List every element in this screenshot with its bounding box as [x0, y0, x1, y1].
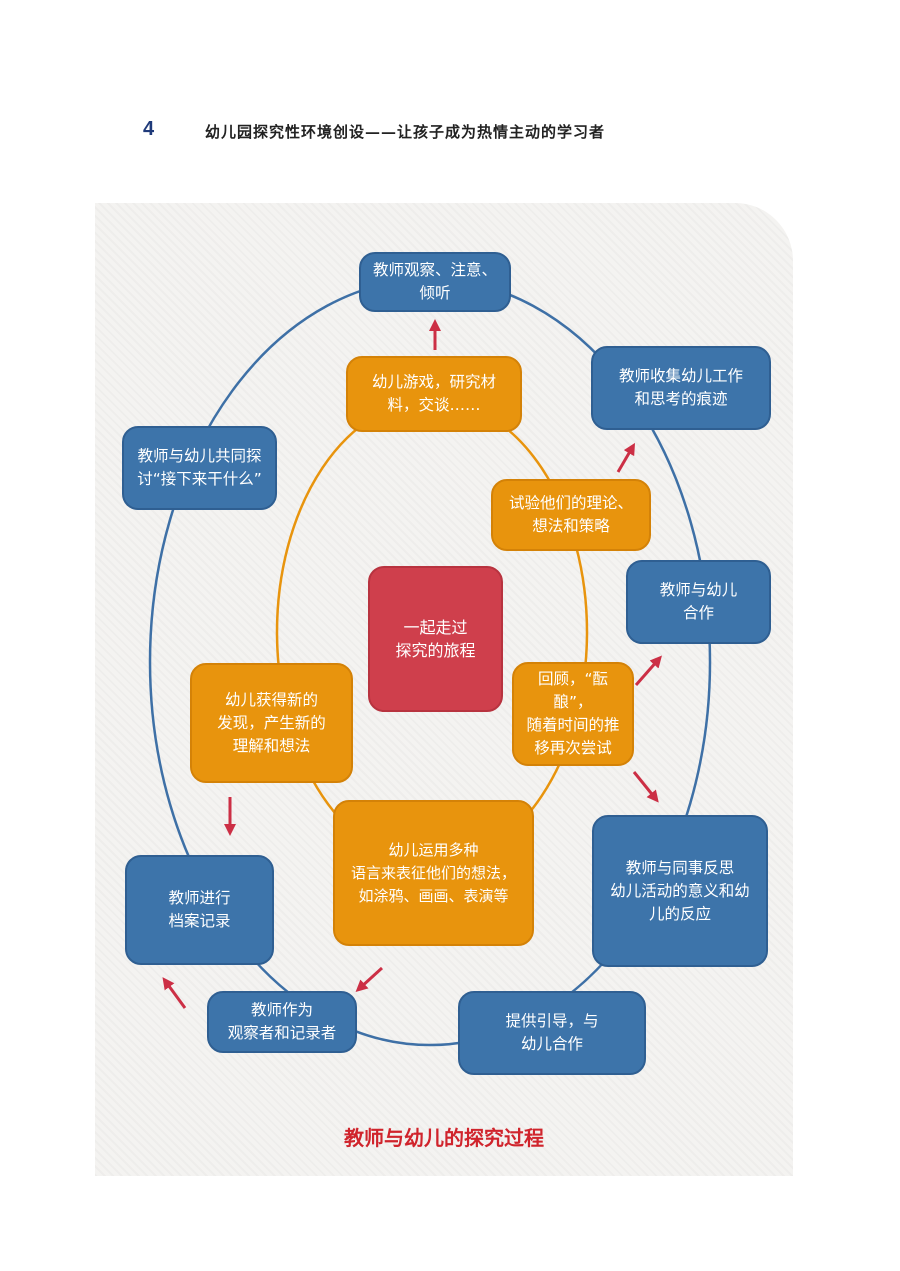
diagram-caption: 教师与幼儿的探究过程: [344, 1126, 544, 1150]
arrow-right-down: [632, 771, 659, 803]
step-child-test-theories: 试验他们的理论、 想法和策略: [491, 479, 651, 551]
running-header: 幼儿园探究性环境创设——让孩子成为热情主动的学习者: [205, 123, 606, 141]
arrow-down-left: [355, 966, 384, 993]
step-teacher-reflect: 教师与同事反思 幼儿活动的意义和幼 儿的反应: [592, 815, 768, 967]
step-child-discover: 幼儿获得新的 发现，产生新的 理解和想法: [190, 663, 353, 783]
arrow-left-up: [162, 977, 187, 1009]
step-teacher-collect: 教师收集幼儿工作 和思考的痕迹: [591, 346, 771, 430]
arrow-right-up: [634, 655, 662, 686]
step-teacher-document: 教师进行 档案记录: [125, 855, 274, 965]
page-number: 4: [143, 118, 155, 140]
step-teacher-cooperate: 教师与幼儿 合作: [626, 560, 771, 644]
arrow-up-right: [616, 442, 636, 473]
step-child-play: 幼儿游戏，研究材 料，交谈……: [346, 356, 522, 432]
center-journey: 一起走过 探究的旅程: [368, 566, 503, 712]
step-teacher-guide: 提供引导，与 幼儿合作: [458, 991, 646, 1075]
step-child-represent: 幼儿运用多种 语言来表征他们的想法， 如涂鸦、画画、表演等: [333, 800, 534, 946]
step-teacher-discuss-next: 教师与幼儿共同探 讨“接下来干什么”: [122, 426, 277, 510]
step-child-review: 回顾，“酝酿”， 随着时间的推 移再次尝试: [512, 662, 634, 766]
step-teacher-observer-recorder: 教师作为 观察者和记录者: [207, 991, 357, 1053]
step-teacher-observe: 教师观察、注意、 倾听: [359, 252, 511, 312]
